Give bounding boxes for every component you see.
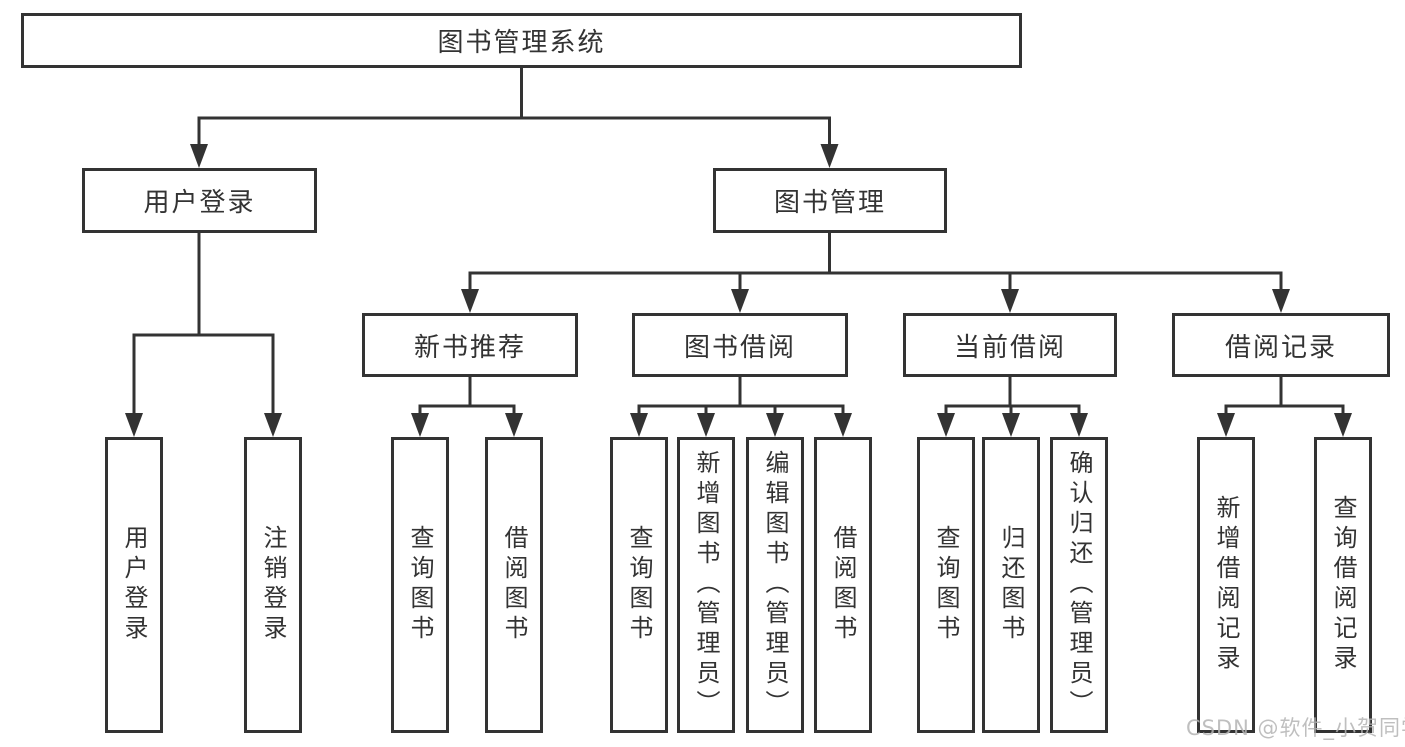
leaf-logout: 注销登录 — [244, 437, 302, 733]
leaf-confirm-return-admin: 确认归还（管理员） — [1050, 437, 1108, 733]
leaf-borrow-books-recommend: 借阅图书 — [485, 437, 543, 733]
csdn-watermark: CSDN @软件_小贺同学 — [1186, 716, 1405, 740]
node-library-management-system: 图书管理系统 — [21, 13, 1022, 68]
node-new-book-recommend: 新书推荐 — [362, 313, 578, 377]
leaf-query-books-borrowing: 查询图书 — [610, 437, 668, 733]
leaf-user-login: 用户登录 — [105, 437, 163, 733]
leaf-edit-books-admin: 编辑图书（管理员） — [746, 437, 804, 733]
node-current-borrowing: 当前借阅 — [903, 313, 1117, 377]
node-book-borrowing: 图书借阅 — [632, 313, 848, 377]
leaf-return-books: 归还图书 — [982, 437, 1040, 733]
leaf-query-books-recommend: 查询图书 — [391, 437, 449, 733]
node-borrowing-records: 借阅记录 — [1172, 313, 1390, 377]
leaf-add-borrow-record: 新增借阅记录 — [1197, 437, 1255, 733]
node-book-management: 图书管理 — [713, 168, 947, 233]
leaf-query-books-current: 查询图书 — [917, 437, 975, 733]
leaf-borrow-books: 借阅图书 — [814, 437, 872, 733]
leaf-query-borrow-record: 查询借阅记录 — [1314, 437, 1372, 733]
node-user-login: 用户登录 — [82, 168, 317, 233]
leaf-add-books-admin: 新增图书（管理员） — [677, 437, 735, 733]
